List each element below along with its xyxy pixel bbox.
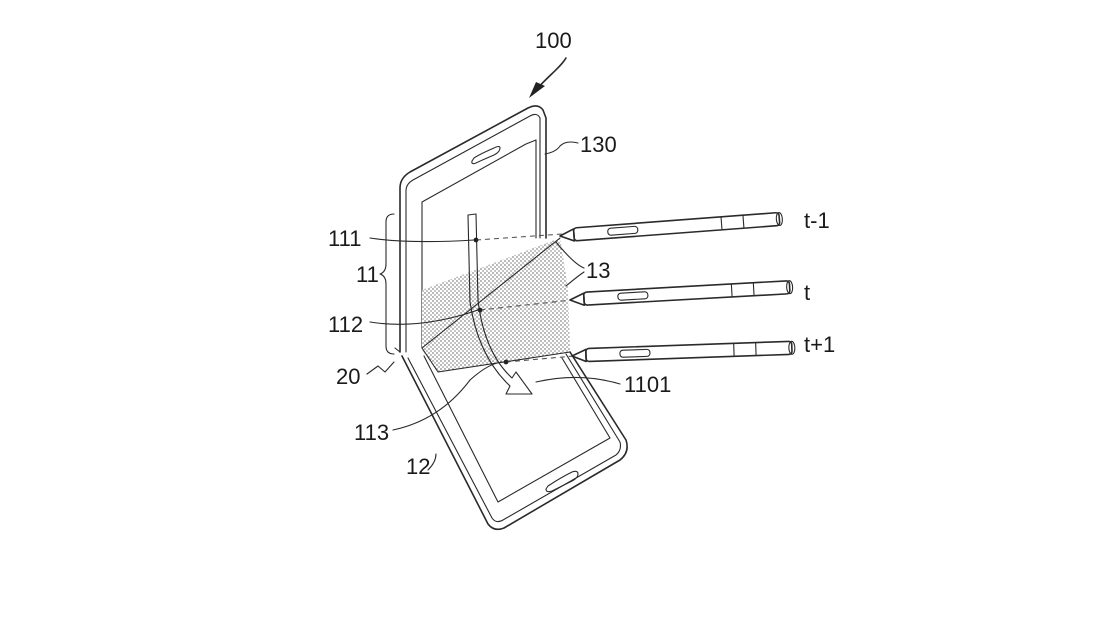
device-reference-arrow <box>529 57 567 98</box>
stylus-pen-t <box>569 280 794 307</box>
trace-arrow-1101 <box>467 213 533 395</box>
touch-point-112 <box>477 307 483 313</box>
bracket-11 <box>379 213 395 355</box>
touch-point-111 <box>473 237 479 243</box>
stylus-pen-t-plus-1 <box>571 340 796 363</box>
fold-region-shading <box>422 238 570 372</box>
label-t-plus-1: t+1 <box>804 332 835 357</box>
fold-diagonal <box>421 237 561 349</box>
label-t: t <box>804 280 810 305</box>
leader-lines <box>366 141 621 471</box>
label-100: 100 <box>535 28 572 53</box>
label-13: 13 <box>586 258 610 283</box>
touch-points <box>473 237 509 365</box>
label-112: 112 <box>328 312 363 337</box>
label-11: 11 <box>356 262 379 287</box>
label-111: 111 <box>328 226 361 251</box>
label-12: 12 <box>406 454 430 479</box>
stylus-pen-t-minus-1 <box>559 211 783 242</box>
lower-panel <box>401 347 628 531</box>
label-t-minus-1: t-1 <box>804 208 830 233</box>
upper-panel <box>394 105 547 353</box>
label-20: 20 <box>336 364 360 389</box>
label-130: 130 <box>580 132 617 157</box>
projection-lines <box>475 233 575 363</box>
label-113: 113 <box>354 420 389 445</box>
label-1101: 1101 <box>624 372 671 397</box>
touch-point-113 <box>503 359 509 365</box>
